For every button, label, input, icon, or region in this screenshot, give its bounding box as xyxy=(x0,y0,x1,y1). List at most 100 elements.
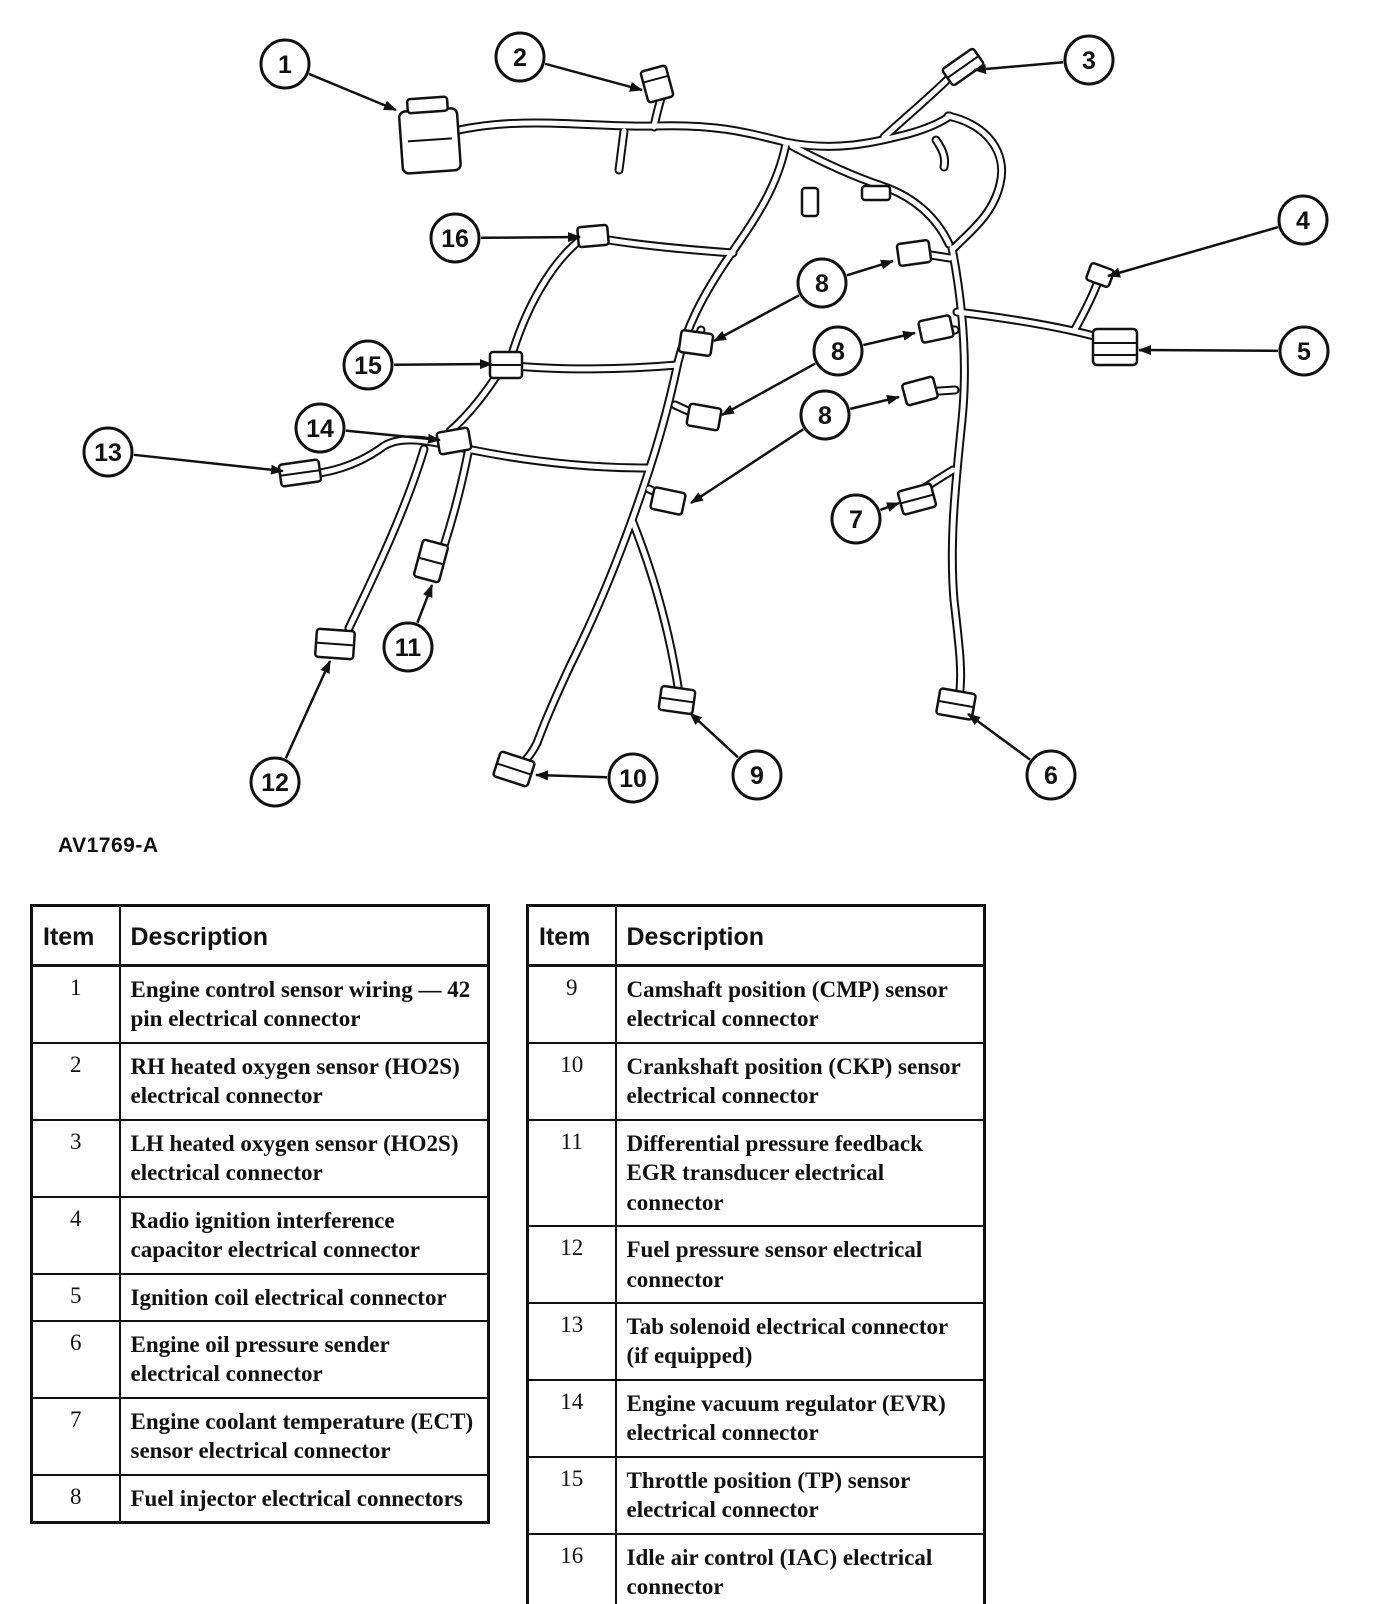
connector xyxy=(277,458,323,488)
item-number: 13 xyxy=(526,1301,617,1381)
callout-8: 8 xyxy=(812,325,864,377)
callout-circle xyxy=(1063,34,1115,86)
callout-4: 4 xyxy=(1277,194,1329,246)
callout-number: 14 xyxy=(306,415,334,443)
item-description: Crankshaft position (CKP) sensor electri… xyxy=(614,1041,986,1121)
item-description: LH heated oxygen sensor (HO2S) electrica… xyxy=(118,1118,490,1198)
connector xyxy=(935,687,977,721)
callout-arrow xyxy=(721,362,816,417)
callout-circle xyxy=(1025,749,1077,801)
callout-circle xyxy=(796,257,848,309)
item-number: 2 xyxy=(30,1041,121,1121)
item-description: Camshaft position (CMP) sensor electrica… xyxy=(614,964,986,1044)
callout-number: 13 xyxy=(94,439,122,467)
item-description: Fuel pressure sensor electrical connecto… xyxy=(614,1225,986,1304)
item-description: Idle air control (IAC) electrical connec… xyxy=(614,1532,986,1604)
figure-label: AV1769-A xyxy=(58,834,159,857)
header-row: Item Description xyxy=(526,904,986,967)
item-description: Engine oil pressure sender electrical co… xyxy=(118,1319,490,1399)
callout-arrow xyxy=(849,394,900,411)
callout-arrow xyxy=(879,501,900,512)
callout-8: 8 xyxy=(796,257,848,309)
callout-circle xyxy=(1277,194,1329,246)
item-number: 9 xyxy=(526,964,617,1044)
connector xyxy=(488,350,524,380)
header-row: Item Description xyxy=(30,904,490,967)
column-header-item: Item xyxy=(526,904,617,967)
column-header-item: Item xyxy=(30,904,121,967)
connector xyxy=(412,538,450,584)
callout-1: 1 xyxy=(259,38,311,90)
callout-10: 10 xyxy=(607,752,659,804)
item-description: Engine control sensor wiring — 42 pin el… xyxy=(118,964,490,1044)
callout-arrow xyxy=(689,712,739,759)
item-description: Engine vacuum regulator (EVR) electrical… xyxy=(614,1378,986,1458)
item-number: 11 xyxy=(526,1118,617,1228)
callout-arrow xyxy=(846,259,894,277)
callout-circle xyxy=(294,402,346,454)
item-number: 10 xyxy=(526,1041,617,1121)
connector xyxy=(576,223,610,249)
callout-number: 11 xyxy=(395,634,422,662)
connector xyxy=(685,402,723,432)
callout-circle xyxy=(382,621,434,673)
item-description: Differential pressure feedback EGR trans… xyxy=(614,1118,986,1228)
callout-arrow xyxy=(1107,225,1279,278)
callout-arrow xyxy=(973,61,1064,74)
item-number: 1 xyxy=(30,964,121,1044)
callout-circle xyxy=(799,389,851,441)
callout-arrow xyxy=(416,584,434,624)
callout-number: 8 xyxy=(815,270,829,298)
connector xyxy=(657,684,697,716)
callout-number: 5 xyxy=(1297,338,1311,366)
item-description: Tab solenoid electrical connector (if eq… xyxy=(614,1301,986,1381)
callout-arrow xyxy=(967,712,1031,761)
connector xyxy=(896,482,938,516)
callout-9: 9 xyxy=(731,749,783,801)
callout-number: 6 xyxy=(1044,762,1058,790)
item-number: 15 xyxy=(526,1455,617,1535)
callout-circle xyxy=(607,752,659,804)
callout-arrow xyxy=(393,359,493,370)
callout-14: 14 xyxy=(294,402,346,454)
item-number: 16 xyxy=(526,1532,617,1604)
callout-number: 3 xyxy=(1082,47,1096,75)
connector xyxy=(917,314,955,344)
callout-arrow xyxy=(284,660,332,759)
callout-15: 15 xyxy=(342,339,394,391)
item-description: Fuel injector electrical connectors xyxy=(118,1473,490,1524)
callout-arrow xyxy=(690,428,804,505)
callout-number: 9 xyxy=(750,762,764,790)
item-number: 7 xyxy=(30,1396,121,1476)
callout-arrow xyxy=(1138,345,1279,356)
callout-circle xyxy=(259,38,311,90)
callout-7: 7 xyxy=(830,493,882,545)
connector xyxy=(677,329,715,357)
item-number: 3 xyxy=(30,1118,121,1198)
callout-arrow xyxy=(863,330,916,347)
callout-arrow xyxy=(133,453,284,475)
callout-12: 12 xyxy=(249,756,301,808)
connector-42pin xyxy=(397,95,462,175)
connector xyxy=(800,186,820,218)
callout-arrow xyxy=(308,72,397,112)
callout-arrow xyxy=(544,62,643,92)
callout-circle xyxy=(731,749,783,801)
callout-number: 1 xyxy=(278,51,292,79)
callout-circle xyxy=(812,325,864,377)
item-number: 8 xyxy=(30,1473,121,1524)
